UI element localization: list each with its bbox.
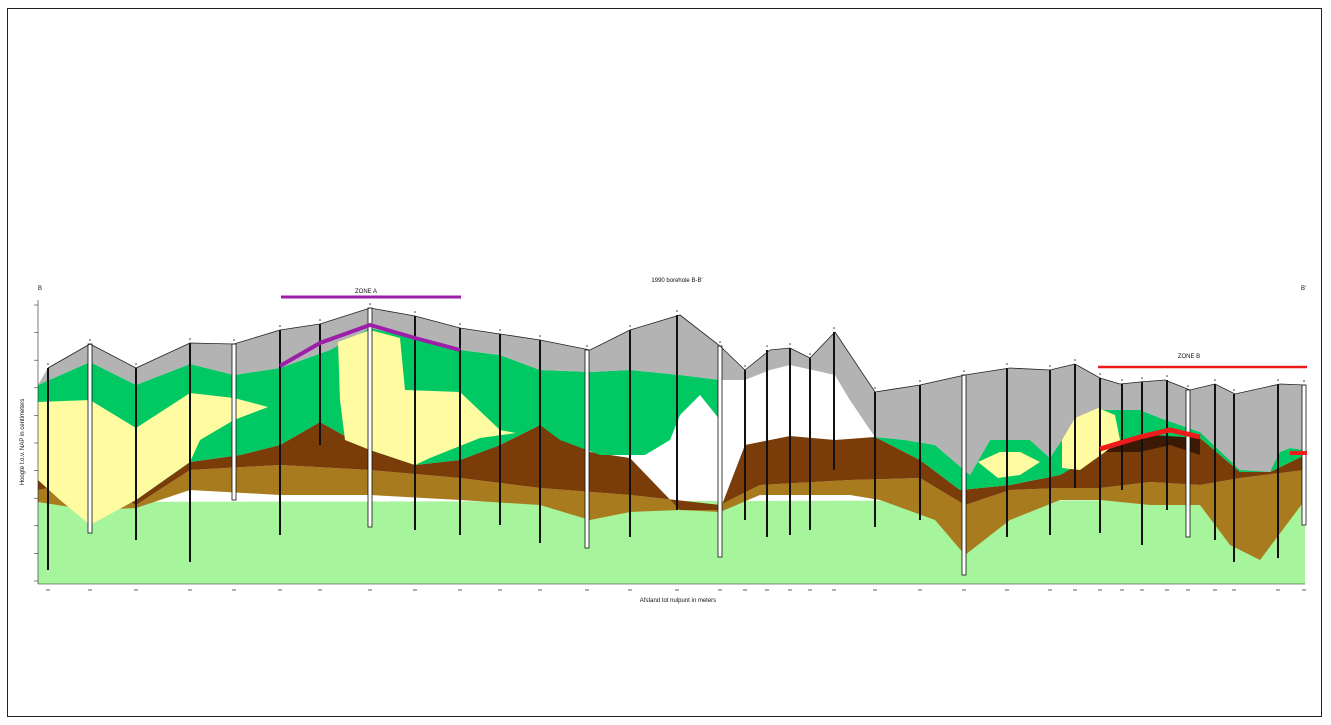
borehole-top-marker — [874, 387, 876, 389]
zone-a-label: ZONE A — [355, 289, 377, 295]
borehole-top-marker — [1121, 379, 1123, 381]
y-axis-ticks — [34, 304, 38, 582]
borehole-top-marker — [1166, 375, 1168, 377]
borehole-top-marker — [1099, 373, 1101, 375]
borehole-top-marker — [1303, 380, 1305, 382]
borehole-top-marker — [319, 319, 321, 321]
y-axis-title: Hoogte t.o.v. NAP in centimeters — [20, 399, 26, 485]
borehole-16 — [717, 345, 723, 558]
borehole-top-marker — [89, 339, 91, 341]
borehole-top-marker — [629, 325, 631, 327]
borehole-top-marker — [459, 323, 461, 325]
left-end-label: B — [38, 286, 42, 292]
borehole-top-marker — [719, 341, 721, 343]
borehole-32 — [1185, 389, 1191, 538]
borehole-top-marker — [1214, 379, 1216, 381]
borehole-top-marker — [586, 345, 588, 347]
yellow-sand-lens-center — [338, 330, 516, 465]
borehole-top-marker — [789, 343, 791, 345]
borehole-top-marker — [919, 380, 921, 382]
borehole-top-marker — [1187, 385, 1189, 387]
borehole-top-marker — [47, 363, 49, 365]
ground-surface-line — [47, 307, 1306, 395]
borehole-5 — [231, 343, 237, 501]
x-axis-title: Afstand tot nulpunt in meters — [640, 598, 716, 604]
borehole-top-marker — [369, 303, 371, 305]
borehole-top-marker — [1074, 359, 1076, 361]
section-title: 1990 borehole B-B' — [651, 278, 702, 284]
borehole-2 — [87, 343, 93, 534]
borehole-top-marker — [1233, 389, 1235, 391]
borehole-top-marker — [539, 335, 541, 337]
borehole-top-marker — [809, 353, 811, 355]
borehole-top-marker — [1277, 379, 1279, 381]
ochre-soil-layer — [38, 465, 1305, 560]
borehole-top-marker — [676, 310, 678, 312]
zone-a-trace — [279, 322, 461, 368]
borehole-top-marker — [233, 339, 235, 341]
borehole-top-marker — [1141, 377, 1143, 379]
zone-b-trace — [1099, 427, 1201, 452]
brown-soil-layer — [38, 422, 1305, 510]
yellow-sand-lens-left — [38, 393, 268, 525]
yellow-sand-lens-right-a — [978, 452, 1040, 478]
borehole-top-marker — [963, 370, 965, 372]
borehole-8 — [367, 307, 373, 528]
light-green-soil-layer — [38, 500, 1305, 584]
borehole-top-marker — [414, 311, 416, 313]
borehole-top-marker — [1006, 363, 1008, 365]
yellow-sand-lens-right-b — [1062, 408, 1120, 470]
borehole-top-marker — [135, 363, 137, 365]
borehole-top-marker — [279, 325, 281, 327]
zone-b-label: ZONE B — [1178, 354, 1200, 360]
borehole-top-marker — [744, 365, 746, 367]
borehole-top-marker — [189, 338, 191, 340]
borehole-13 — [584, 349, 590, 549]
borehole-top-marker — [833, 327, 835, 329]
right-end-label: B' — [1301, 286, 1306, 292]
borehole-top-marker — [766, 345, 768, 347]
borehole-top-marker — [499, 329, 501, 331]
borehole-24 — [961, 374, 967, 576]
borehole-top-marker — [1049, 365, 1051, 367]
grey-soil-layer — [38, 308, 1305, 475]
